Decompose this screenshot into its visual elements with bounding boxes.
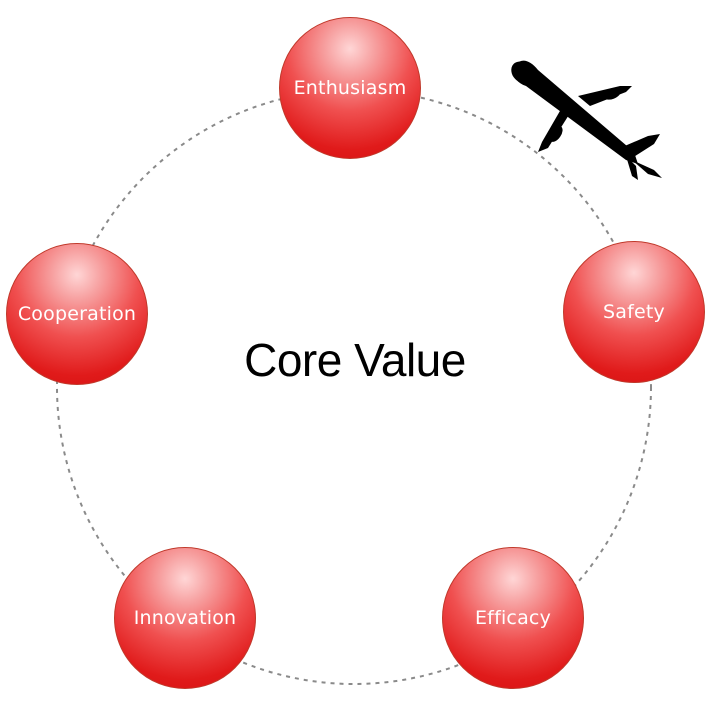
center-title: Core Value: [244, 334, 466, 386]
value-node-enthusiasm: Enthusiasm: [279, 17, 421, 159]
airplane-icon: [511, 60, 662, 180]
value-node-cooperation: Cooperation: [6, 243, 148, 385]
value-node-safety: Safety: [563, 241, 705, 383]
value-label: Enthusiasm: [293, 77, 407, 99]
value-label: Cooperation: [17, 303, 137, 325]
value-node-efficacy: Efficacy: [442, 547, 584, 689]
value-label: Efficacy: [474, 607, 552, 629]
value-node-innovation: Innovation: [114, 547, 256, 689]
value-label: Safety: [603, 301, 665, 323]
value-label: Innovation: [133, 607, 237, 629]
